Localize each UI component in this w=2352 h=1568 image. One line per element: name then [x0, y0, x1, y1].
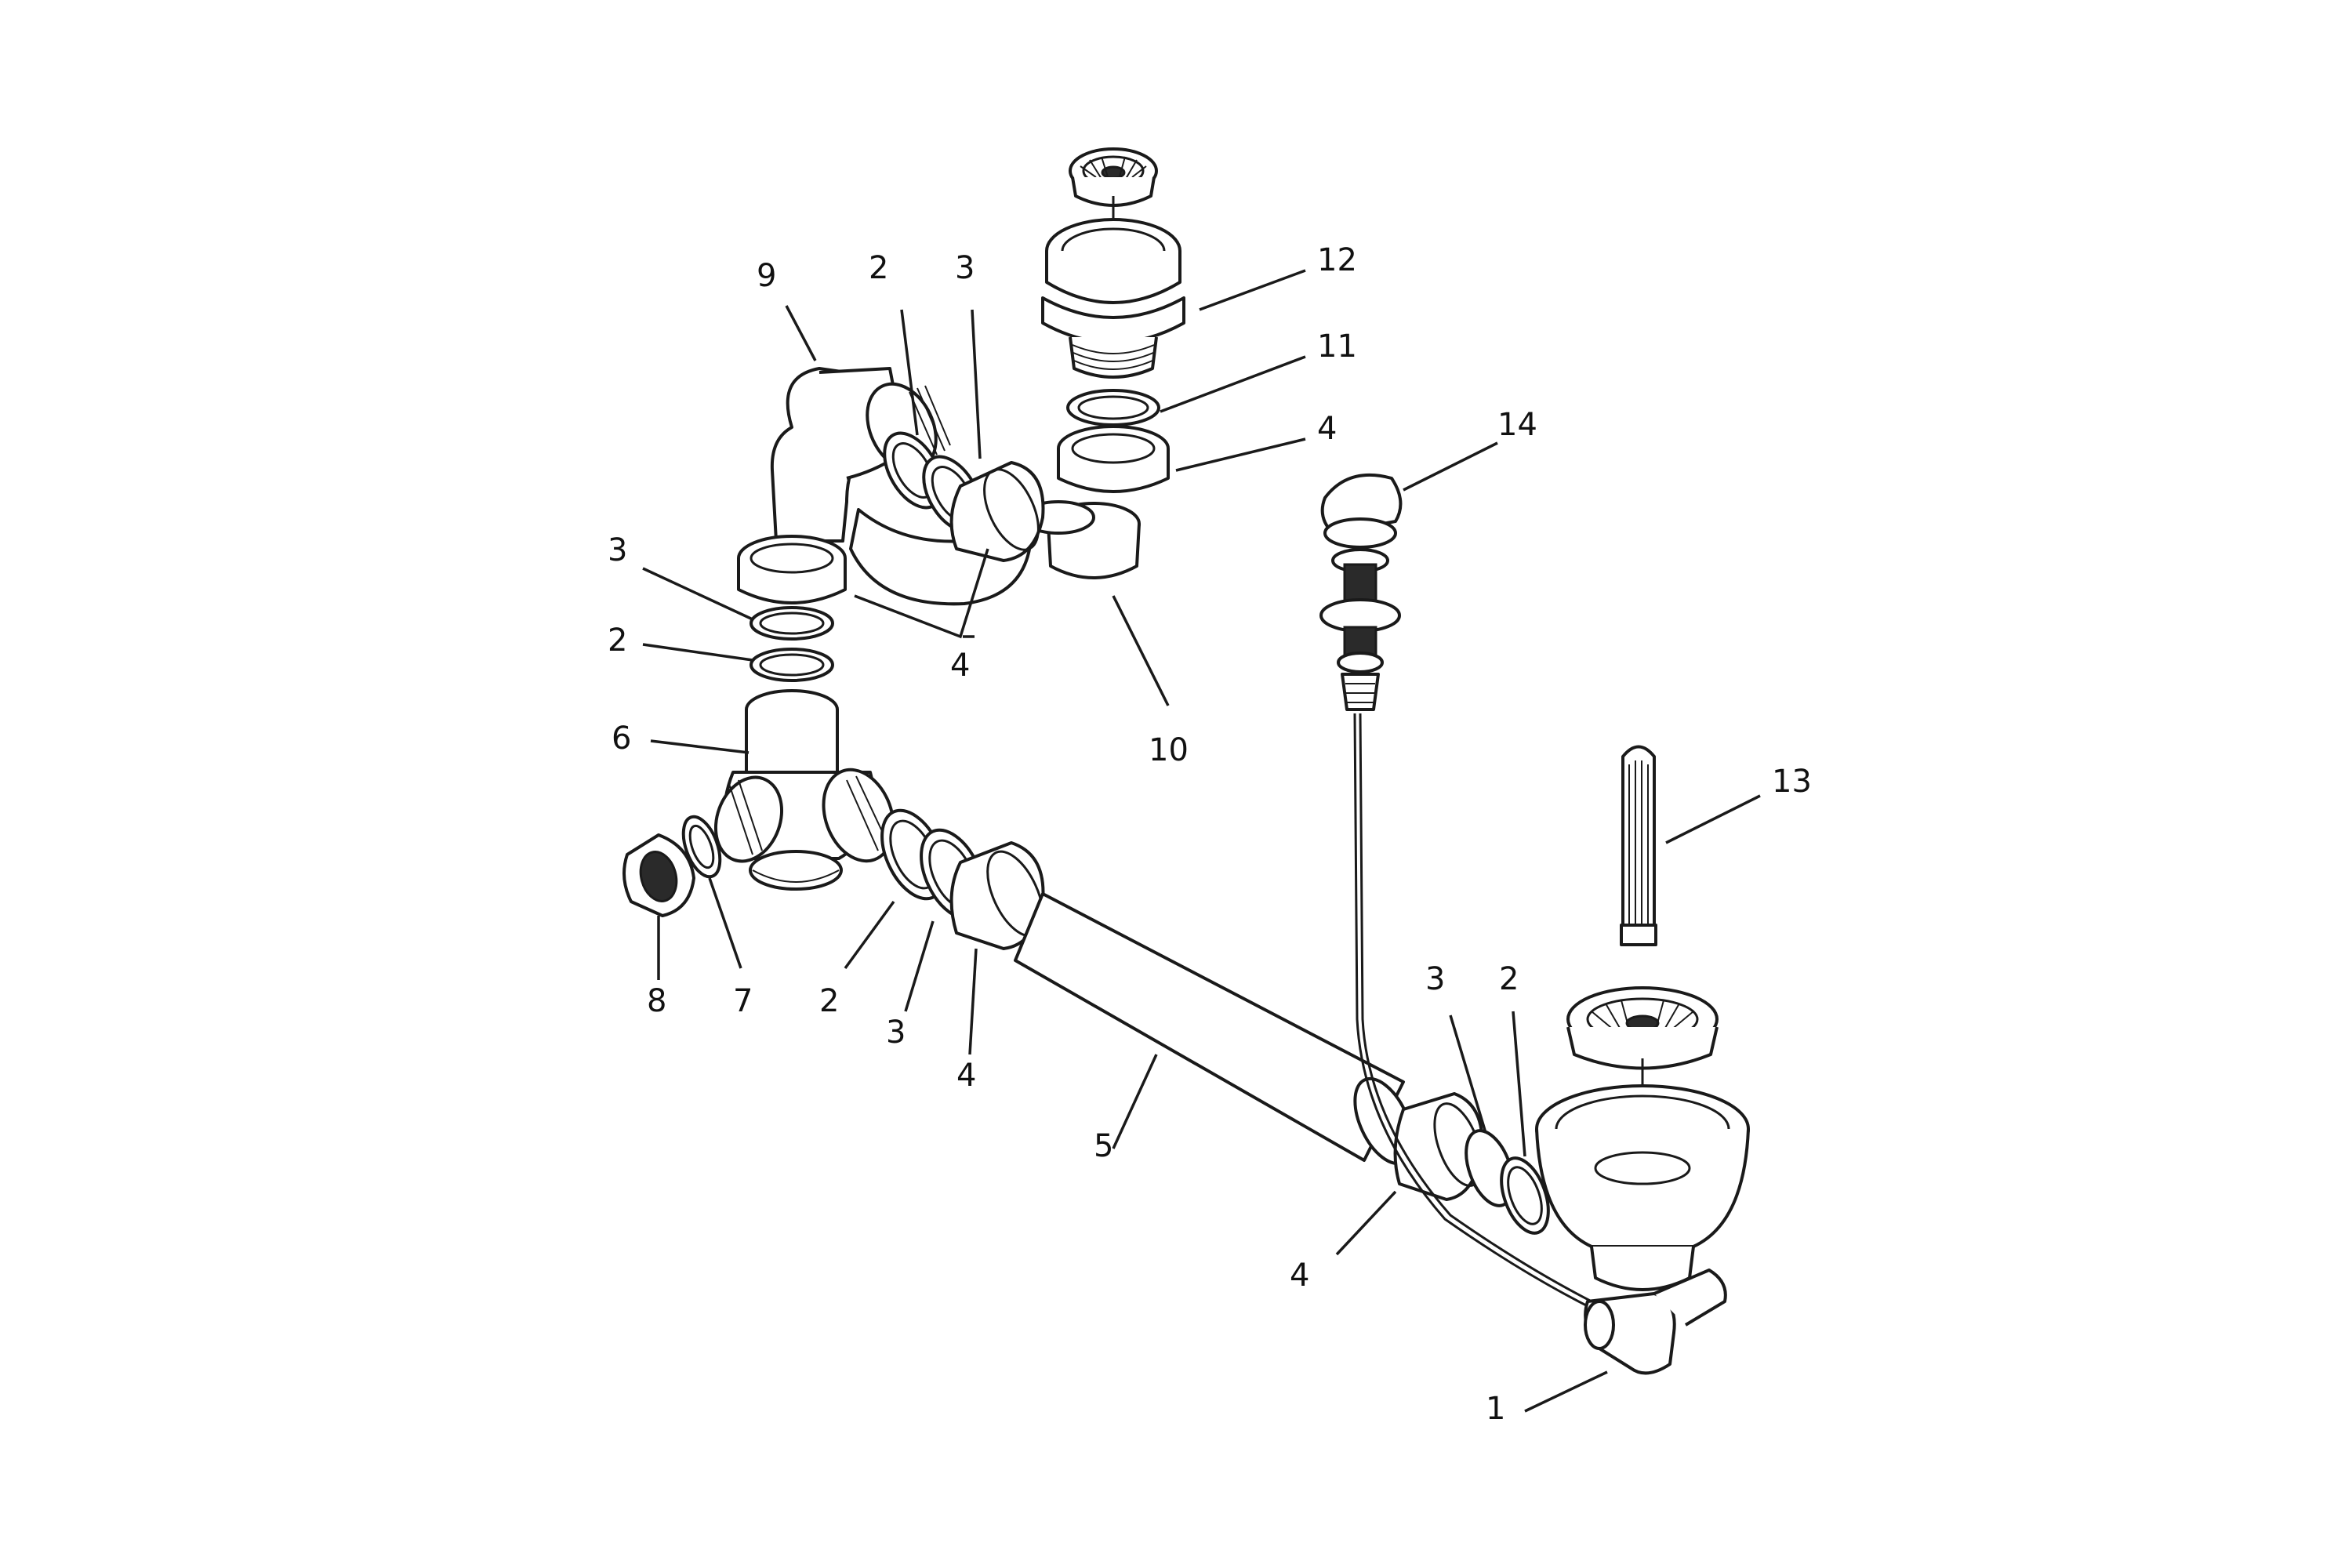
- callout-4-right: 4: [1290, 1258, 1309, 1294]
- callout-3-left: 3: [608, 532, 627, 568]
- nut-4-upper: [949, 461, 1045, 562]
- nut-4-left: [737, 535, 847, 604]
- callouts: 9 2 3 12 11 4 14 3 2 4 10 6 13 8 7 2 3 4…: [608, 242, 1812, 1427]
- callout-10: 10: [1149, 732, 1189, 768]
- callout-12: 12: [1317, 242, 1357, 278]
- leader-lines: [642, 269, 1761, 1413]
- callout-5: 5: [1094, 1128, 1113, 1164]
- callout-3-right: 3: [1425, 961, 1445, 997]
- cap-nut-8: [622, 833, 695, 917]
- callout-4-top: 4: [1317, 411, 1337, 447]
- elbow-9: [770, 367, 951, 543]
- gasket-2-right: [1500, 1156, 1550, 1235]
- callout-2-bottom: 2: [819, 983, 839, 1019]
- popup-knob-14: [1319, 473, 1600, 1311]
- callout-11: 11: [1317, 328, 1357, 365]
- callout-8: 8: [647, 983, 666, 1019]
- callout-7: 7: [733, 983, 753, 1019]
- callout-3-bottom: 3: [886, 1014, 906, 1051]
- gasket-11: [1066, 389, 1160, 426]
- outlet-fitting-1: [1584, 1269, 1727, 1375]
- callout-4-mid: 4: [950, 648, 970, 684]
- nut-4-top: [1057, 425, 1170, 493]
- callout-3-top: 3: [955, 250, 975, 286]
- tee-6: [713, 689, 895, 891]
- strainer-body-lower: [1535, 1084, 1750, 1291]
- stopper-13: [1620, 745, 1657, 946]
- callout-14: 14: [1497, 407, 1537, 443]
- gasket-7: [681, 815, 722, 879]
- strainer-body-12: [1041, 218, 1185, 379]
- gasket-2-left: [750, 648, 834, 682]
- callout-13: 13: [1772, 764, 1812, 800]
- callout-1: 1: [1486, 1391, 1505, 1427]
- callout-4-bottom: 4: [956, 1058, 976, 1094]
- callout-2-top: 2: [869, 250, 888, 286]
- ring-3-left: [750, 606, 834, 641]
- strainer-basket-lower: [1566, 986, 1719, 1145]
- callout-2-left: 2: [608, 622, 627, 659]
- callout-9: 9: [757, 258, 776, 294]
- callout-2-right: 2: [1499, 961, 1519, 997]
- callout-6: 6: [612, 720, 631, 757]
